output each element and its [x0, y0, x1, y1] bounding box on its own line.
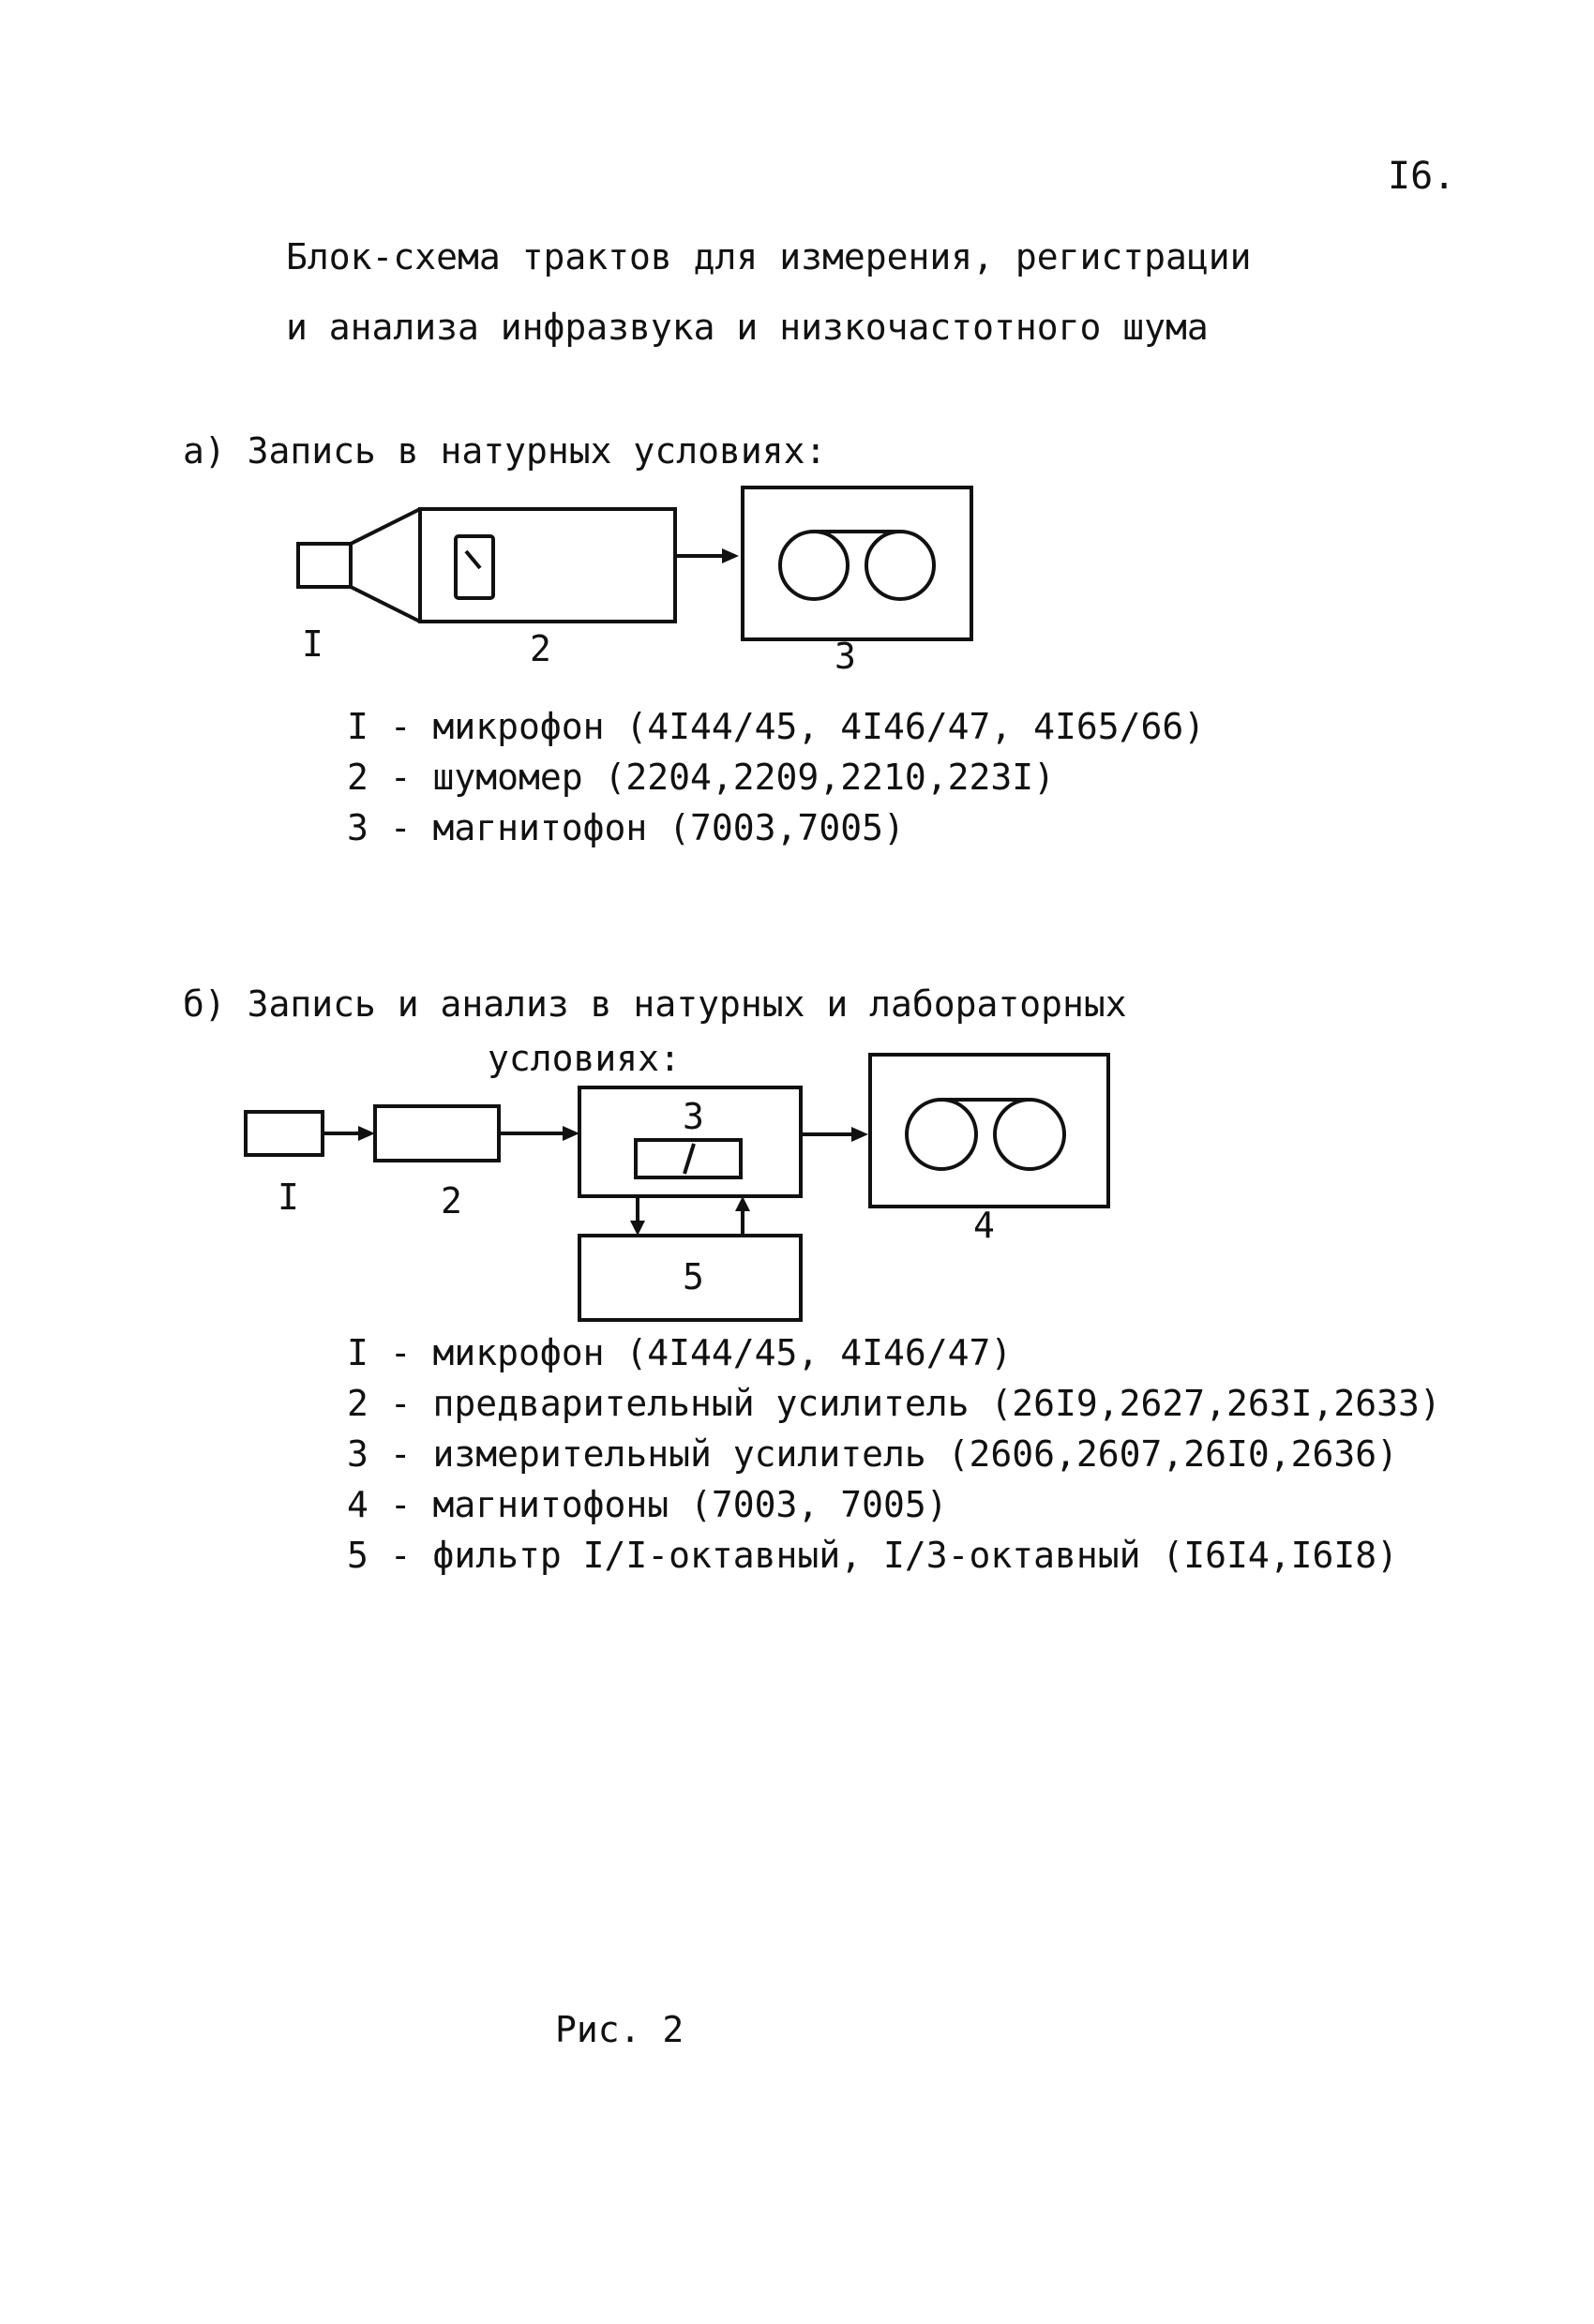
arrow-head	[358, 1126, 375, 1141]
figure-caption: Рис. 2	[555, 2009, 684, 2050]
legend-a-item-1: I - микрофон (4I44/45, 4I46/47, 4I65/66)	[347, 706, 1206, 747]
diagram-a-label-3: 3	[835, 636, 856, 677]
meter-dial-icon	[454, 534, 495, 600]
legend-b-item-3: 3 - измерительный усилитель (2606,2607,2…	[347, 1433, 1399, 1475]
diagram-b-label-4: 4	[973, 1205, 995, 1246]
page-title-line-1: Блок-схема трактов для измерения, регист…	[286, 236, 1252, 277]
microphone-cone-shape	[350, 507, 421, 623]
microphone-shape	[296, 542, 353, 589]
meter-needle-icon	[464, 549, 482, 570]
diagram-a-label-1: I	[302, 623, 323, 665]
page-number: I6.	[1388, 155, 1456, 198]
preamplifier-shape	[373, 1104, 501, 1162]
meter-needle-icon	[683, 1143, 696, 1175]
legend-b-item-5: 5 - фильтр I/I-октавный, I/3-октавный (I…	[347, 1535, 1399, 1576]
meter-dial-icon	[634, 1138, 743, 1179]
diagram-b: 3 5 I 2 4	[244, 1053, 1110, 1322]
tape-reel-icon	[905, 1098, 978, 1171]
page-title-line-2: и анализа инфразвука и низкочастотного ш…	[286, 307, 1209, 348]
diagram-b-label-1: I	[278, 1177, 299, 1218]
diagram-a-label-2: 2	[530, 628, 551, 669]
section-a-heading: а) Запись в натурных условиях:	[183, 430, 827, 472]
diagram-a: I 2 3	[296, 486, 973, 677]
arrow-head	[735, 1196, 750, 1211]
legend-b-item-4: 4 - магнитофоны (7003, 7005)	[347, 1484, 948, 1525]
measuring-amplifier-shape	[578, 1086, 803, 1198]
microphone-shape	[244, 1110, 324, 1157]
legend-a-item-3: 3 - магнитофон (7003,7005)	[347, 807, 905, 848]
diagram-b-label-2: 2	[441, 1180, 462, 1222]
tape-reel-icon	[993, 1098, 1066, 1171]
tape-recorder-shape	[868, 1053, 1110, 1208]
section-b-heading-line-1: б) Запись и анализ в натурных и лаборато…	[183, 983, 1127, 1025]
legend-a-item-2: 2 - шумомер (2204,2209,2210,223I)	[347, 757, 1055, 798]
filter-shape	[578, 1234, 803, 1322]
section-b-heading-line-2: условиях:	[488, 1038, 681, 1079]
legend-b-item-1: I - микрофон (4I44/45, 4I46/47)	[347, 1332, 1013, 1373]
tape-reel-icon	[778, 530, 850, 601]
diagram-b-label-3: 3	[683, 1096, 704, 1137]
legend-b-item-2: 2 - предварительный усилитель (26I9,2627…	[347, 1383, 1441, 1424]
tape-recorder-shape	[741, 486, 973, 641]
diagram-b-label-5: 5	[683, 1256, 704, 1297]
arrow-head	[722, 548, 739, 563]
arrow-head	[563, 1126, 579, 1141]
tape-reel-icon	[865, 530, 936, 601]
arrow-head	[851, 1127, 868, 1142]
arrow-head	[630, 1221, 645, 1236]
sound-level-meter-shape	[418, 507, 677, 623]
